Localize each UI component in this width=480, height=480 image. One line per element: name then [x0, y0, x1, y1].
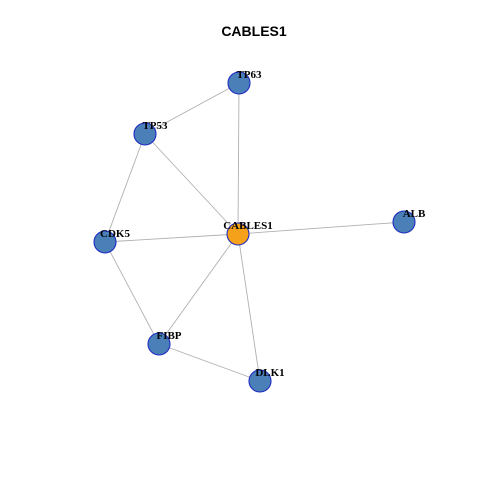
- edge-tp53-cables1: [144, 133, 239, 235]
- node-tp63: TP63: [227, 69, 262, 95]
- node-circle-dlk1: [248, 369, 272, 393]
- node-circle-fibp: [147, 332, 171, 356]
- node-circle-alb: [392, 210, 416, 234]
- edge-fibp-dlk1: [158, 343, 261, 382]
- node-circle-cables1: [226, 222, 250, 246]
- edge-cables1-dlk1: [237, 233, 261, 382]
- node-cdk5: CDK5: [93, 228, 130, 254]
- node-label-tp63: TP63: [236, 69, 262, 81]
- node-circle-cdk5: [93, 230, 117, 254]
- edge-cables1-alb: [237, 221, 405, 235]
- edge-tp53-cdk5: [104, 133, 146, 243]
- edge-tp63-cables1: [237, 82, 240, 235]
- node-label-dlk1: DLK1: [255, 367, 284, 379]
- node-circle-tp63: [227, 71, 251, 95]
- edge-layer: [104, 82, 405, 382]
- diagram-title: CABLES1: [221, 23, 287, 39]
- node-alb: ALB: [392, 208, 426, 234]
- node-cables1: CABLES1: [223, 220, 273, 246]
- node-label-cdk5: CDK5: [100, 228, 130, 240]
- node-label-fibp: FIBP: [156, 330, 181, 342]
- node-label-tp53: TP53: [142, 120, 168, 132]
- node-label-alb: ALB: [403, 208, 426, 220]
- node-label-cables1: CABLES1: [223, 220, 273, 232]
- node-dlk1: DLK1: [248, 367, 285, 393]
- node-tp53: TP53: [133, 120, 168, 146]
- edge-cdk5-fibp: [104, 241, 160, 345]
- edge-cables1-fibp: [158, 233, 239, 345]
- edge-tp63-tp53: [144, 82, 240, 135]
- node-circle-tp53: [133, 122, 157, 146]
- node-fibp: FIBP: [147, 330, 182, 356]
- edge-cdk5-cables1: [104, 233, 239, 243]
